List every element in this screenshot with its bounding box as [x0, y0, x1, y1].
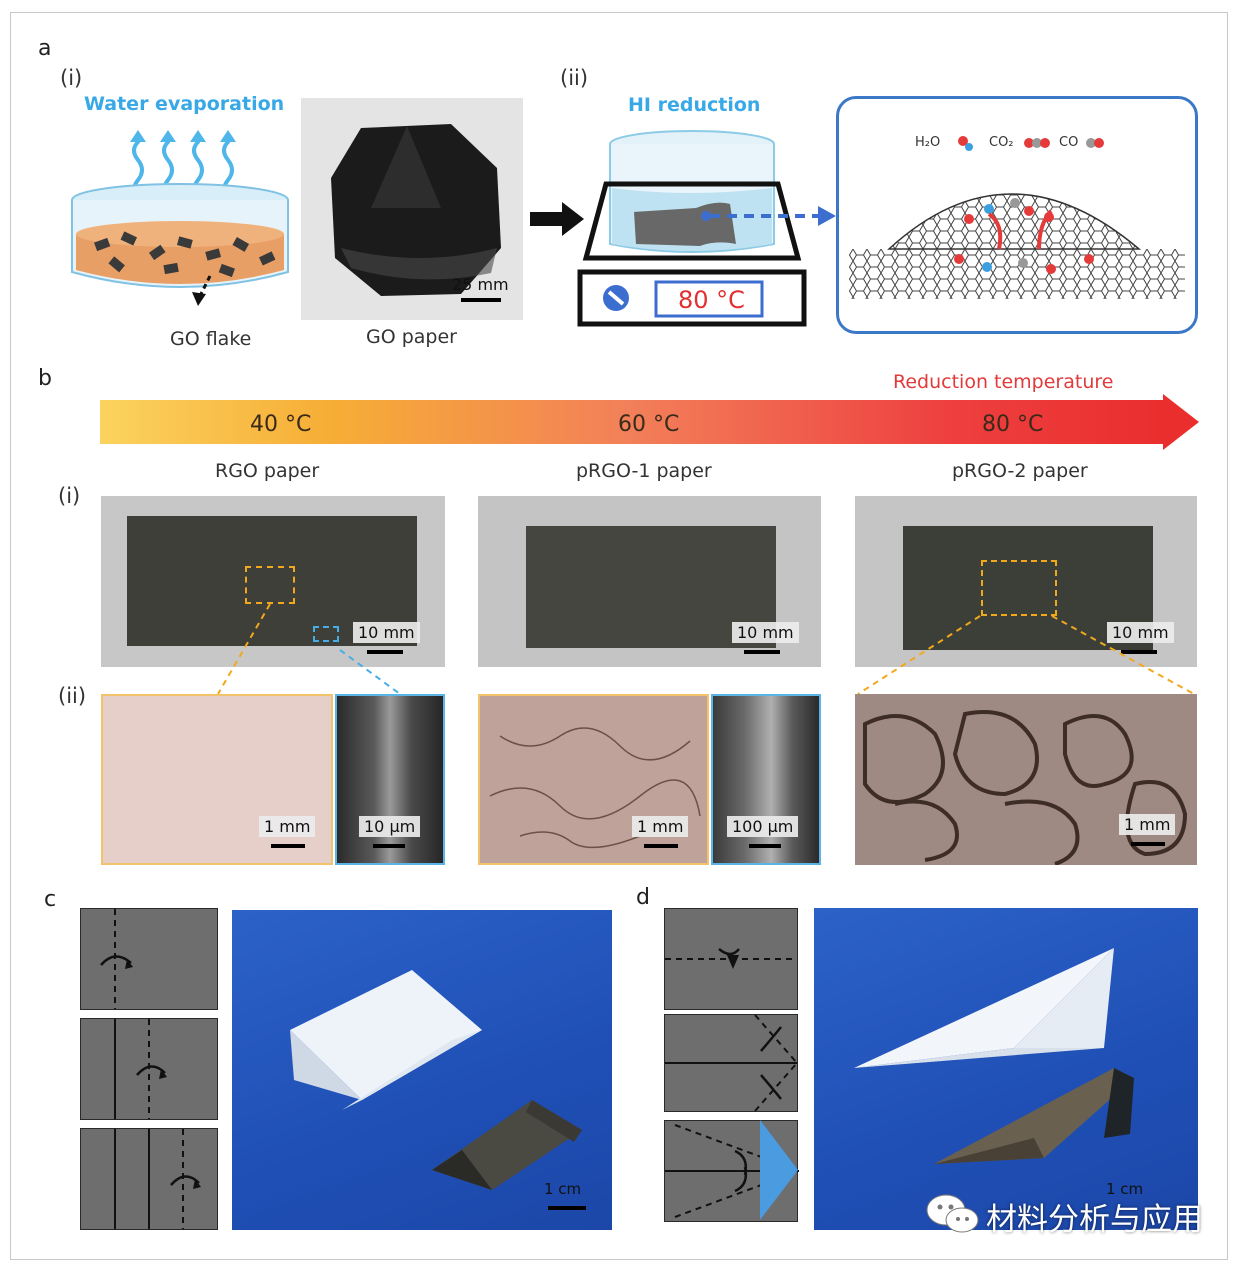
prgo2-cell-texture: [863, 710, 1188, 866]
watermark-text: 材料分析与应用: [986, 1202, 1203, 1238]
figure-frame: [10, 12, 1228, 1260]
prgo1-micro-scale-bar: [644, 844, 678, 848]
scale-label-25mm: 25 mm: [452, 275, 509, 294]
prism-scale-label: 1 cm: [544, 1180, 582, 1198]
temp-80-label: 80 °C: [982, 412, 1044, 437]
rgo-paper-title: RGO paper: [215, 460, 320, 482]
prgo2-micro-scale-bar: [1131, 842, 1165, 846]
go-paper-disc: [331, 124, 501, 296]
rgo-zoom-box: [245, 566, 295, 604]
rgo-sem-scale-bar: [373, 844, 405, 848]
process-arrow-icon: [530, 202, 584, 236]
rgo-scale-label: 10 mm: [353, 622, 420, 643]
hot-plate-temperature: 80 °C: [678, 286, 745, 314]
panel-label-b: b: [38, 366, 52, 391]
fold-step-c2: [80, 1018, 218, 1120]
go-paper-label: GO paper: [366, 326, 457, 348]
co-label: CO: [1059, 135, 1079, 150]
prgo1-cross-section-sem: 100 μm: [711, 694, 821, 865]
prgo2-paper-title: pRGO-2 paper: [952, 460, 1088, 482]
rgo-surface-micrograph: 1 mm: [101, 694, 333, 865]
scale-bar-25mm: [461, 298, 501, 302]
graphene-dome-diagram: [849, 136, 1185, 299]
panel-a-ii-label: (ii): [560, 66, 589, 90]
fold-diagram-c1: [100, 909, 133, 1009]
co2-label: CO₂: [989, 135, 1014, 150]
zoom-dashed-arrow: [701, 206, 836, 226]
rgo-sem-scale-label: 10 μm: [359, 816, 421, 837]
fold-diagram-d1: [665, 948, 797, 969]
rgo-paper-photo: 10 mm: [101, 496, 445, 667]
fold-step-d2: [664, 1014, 798, 1112]
fold-tip-highlight: [760, 1120, 798, 1220]
evaporation-dish-illustration: [71, 130, 289, 306]
water-evaporation-label: Water evaporation: [84, 93, 285, 115]
temp-60-label: 60 °C: [618, 412, 680, 437]
panel-label-a: a: [38, 36, 52, 61]
paper-plane-objects: [854, 948, 1134, 1164]
rgo-micro-scale-label: 1 mm: [259, 816, 316, 837]
prgo1-micro-scale-label: 1 mm: [632, 816, 689, 837]
fold-diagram-c2: [114, 1019, 167, 1119]
prgo1-scale-bar: [744, 650, 780, 654]
go-flake-label: GO flake: [170, 328, 252, 350]
plane-scale-label: 1 cm: [1106, 1180, 1144, 1198]
reduction-mechanism-box: H₂O CO₂ CO: [836, 96, 1198, 334]
zoom-connector-lines: [217, 603, 1195, 695]
prgo2-paper-photo: 10 mm: [855, 496, 1197, 667]
rgo-scale-bar: [367, 650, 403, 654]
prism-scale-bar: [548, 1206, 586, 1210]
prgo1-paper-title: pRGO-1 paper: [576, 460, 712, 482]
fold-step-c1: [80, 908, 218, 1010]
panel-label-d: d: [636, 885, 650, 910]
paper-plane-photo: 1 cm: [814, 908, 1198, 1230]
panel-label-c: c: [44, 887, 57, 912]
fold-diagram-d2: [665, 1014, 798, 1112]
go-paper-photo: 25 mm: [301, 98, 523, 320]
prgo1-sem-scale-bar: [749, 844, 781, 848]
rgo-edge-zoom-box: [313, 626, 339, 642]
rgo-cross-section-sem: 10 μm: [335, 694, 445, 865]
temp-40-label: 40 °C: [250, 412, 312, 437]
temperature-arrow-head: [1163, 394, 1199, 450]
prgo2-micro-scale-label: 1 mm: [1119, 814, 1176, 835]
h2o-label: H₂O: [915, 135, 941, 150]
temperature-gradient-bar: [100, 400, 1165, 444]
reduction-temperature-label: Reduction temperature: [893, 371, 1114, 393]
panel-b-ii-label: (ii): [58, 684, 87, 708]
wechat-bubbles: [926, 1194, 979, 1233]
hi-reduction-label: HI reduction: [628, 94, 761, 116]
hot-plate-illustration: [577, 130, 807, 327]
prism-objects: [290, 970, 582, 1190]
prgo2-scale-label: 10 mm: [1107, 622, 1174, 643]
prgo2-scale-bar: [1121, 650, 1157, 654]
fold-diagram-c3: [114, 1129, 201, 1229]
prgo2-zoom-box: [981, 560, 1057, 616]
prgo1-sem-scale-label: 100 μm: [727, 816, 799, 837]
prgo2-surface-micrograph: 1 mm: [855, 694, 1197, 866]
prgo1-texture: [489, 727, 701, 849]
panel-a-i-label: (i): [60, 66, 83, 90]
rgo-micro-scale-bar: [271, 844, 305, 848]
wechat-icon: [924, 1192, 980, 1236]
prgo1-scale-label: 10 mm: [732, 622, 799, 643]
panel-b-i-label: (i): [58, 484, 81, 508]
prgo1-paper-photo: 10 mm: [478, 496, 821, 667]
triangular-prism-photo: 1 cm: [232, 910, 612, 1230]
fold-step-d1: [664, 908, 798, 1010]
fold-step-c3: [80, 1128, 218, 1230]
prgo1-surface-micrograph: 1 mm: [478, 694, 709, 865]
